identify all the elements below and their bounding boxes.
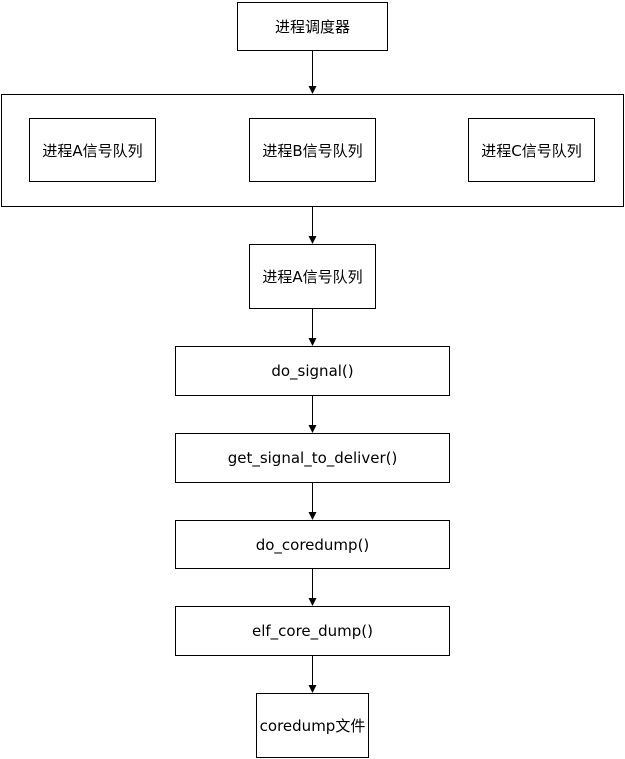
- queue-a-node: 进程A信号队列: [29, 118, 156, 182]
- queue-c-label: 进程C信号队列: [481, 141, 582, 160]
- queue-c-node: 进程C信号队列: [468, 118, 595, 182]
- elf-core-dump-node: elf_core_dump(): [175, 606, 450, 656]
- queue-a-label: 进程A信号队列: [42, 141, 143, 160]
- queue-b-node: 进程B信号队列: [249, 118, 376, 182]
- do-coredump-label: do_coredump(): [255, 535, 370, 554]
- get-signal-to-deliver-label: get_signal_to_deliver(): [227, 449, 398, 467]
- do-signal-node: do_signal(): [175, 346, 450, 396]
- elf-core-dump-label: elf_core_dump(): [251, 622, 374, 640]
- do-coredump-node: do_coredump(): [175, 520, 450, 569]
- queue-b-label: 进程B信号队列: [262, 141, 363, 160]
- get-signal-to-deliver-node: get_signal_to_deliver(): [175, 433, 450, 483]
- coredump-file-node: coredump文件: [256, 693, 369, 758]
- scheduler-label: 进程调度器: [274, 18, 350, 36]
- do-signal-label: do_signal(): [271, 362, 354, 380]
- selected-queue-label: 进程A信号队列: [262, 268, 363, 286]
- scheduler-node: 进程调度器: [237, 2, 388, 51]
- coredump-file-label: coredump文件: [259, 717, 366, 735]
- selected-queue-node: 进程A信号队列: [249, 244, 376, 309]
